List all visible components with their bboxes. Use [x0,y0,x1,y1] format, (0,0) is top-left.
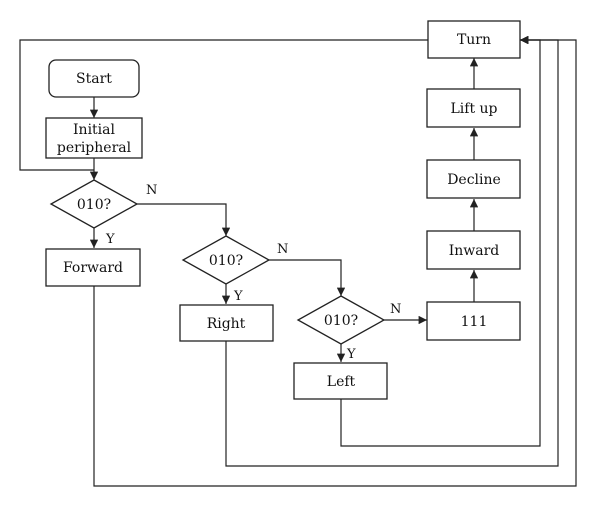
node-decline-label: Decline [447,172,501,188]
edge-forward-turn [93,35,577,487]
node-right: Right [179,304,274,342]
node-decision3: 010? [296,295,386,345]
node-forward: Forward [45,248,141,287]
edge-decision1-yes-label: Y [105,232,115,247]
edge-decision2-no-label: N [277,242,288,257]
node-turn: Turn [427,20,521,59]
node-left-label: Left [327,374,356,390]
node-decision1-label: 010? [77,197,111,213]
node-inward-label: Inward [449,243,500,259]
node-initial-label-line2: peripheral [57,140,132,156]
node-111: 111 [426,301,521,341]
node-liftup: Lift up [426,88,521,128]
edge-decision3-no-label: N [390,302,401,317]
node-start-label: Start [76,71,112,87]
node-decline: Decline [426,159,521,199]
edge-turn-loop [19,39,428,171]
node-forward-label: Forward [63,260,123,276]
edge-decision1-no-label: N [146,183,157,198]
edge-decision1-decision2 [137,203,231,236]
node-decision2-label: 010? [209,253,243,269]
node-liftup-label: Lift up [450,101,497,117]
node-decision2: 010? [181,235,271,285]
node-initial-peripheral: Initial peripheral [45,117,143,159]
node-left: Left [293,362,388,400]
node-decision1: 010? [49,179,139,229]
node-start: Start [48,59,140,98]
node-initial-label-line1: Initial [73,122,115,138]
node-right-label: Right [207,316,246,332]
edge-decision2-yes-label: Y [233,289,243,304]
edge-decision2-decision3 [269,259,346,296]
node-111-label: 111 [461,314,488,330]
node-turn-label: Turn [457,32,491,48]
node-decision3-label: 010? [324,313,358,329]
edge-decision3-yes-label: Y [346,347,356,362]
node-inward: Inward [426,230,521,270]
